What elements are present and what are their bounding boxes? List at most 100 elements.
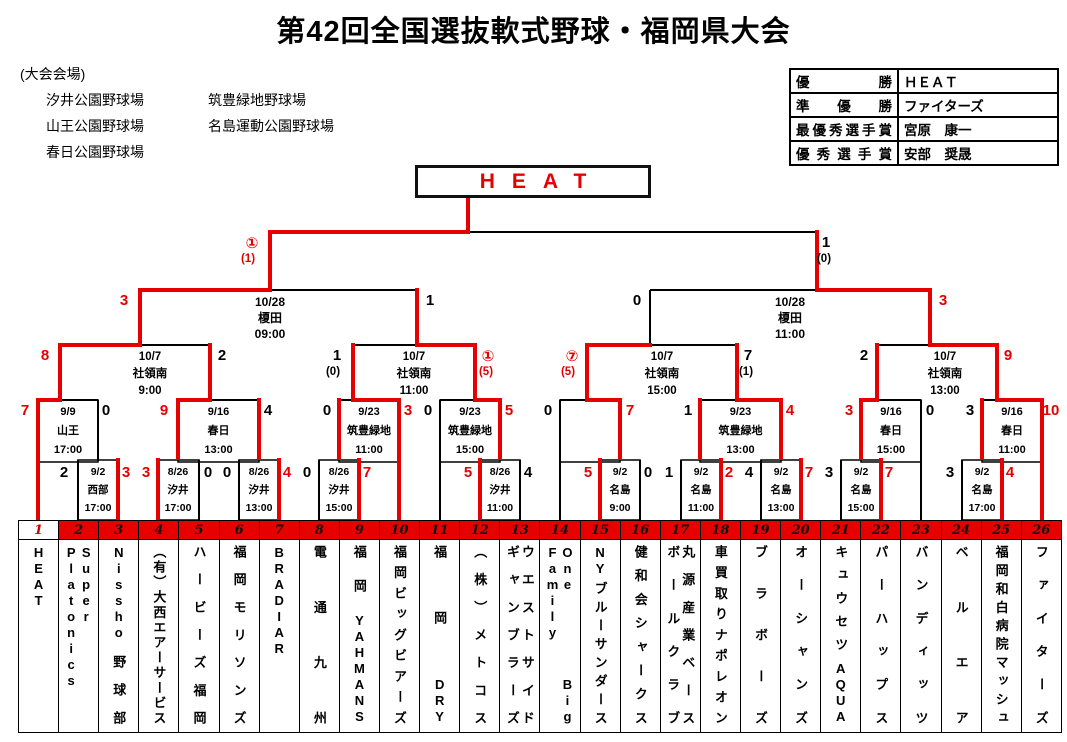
team-cell: 26 ファイターズ bbox=[1021, 521, 1061, 732]
team-number: 6 bbox=[219, 521, 259, 540]
team-number: 12 bbox=[460, 521, 500, 540]
match-score: 4 bbox=[282, 464, 292, 481]
match-time: 13:00 bbox=[767, 502, 795, 514]
final-right-tiebreak: (0) bbox=[816, 253, 832, 265]
team-cell: 4 （有）大西エアーサービス bbox=[139, 521, 180, 732]
match-date: 9/23 bbox=[459, 406, 481, 418]
match-score: 4 bbox=[523, 464, 533, 481]
result-value: ＨＥＡＴ bbox=[897, 68, 1059, 94]
match-score: 0 bbox=[203, 464, 213, 481]
match-time: 17:00 bbox=[164, 502, 192, 514]
team-number: 17 bbox=[660, 521, 700, 540]
result-value: ファイターズ bbox=[897, 92, 1059, 118]
team-name-text: （株）メトコス bbox=[472, 545, 488, 725]
venue-list-heading: (大会会場) bbox=[20, 66, 86, 82]
match-time: 9:00 bbox=[138, 385, 162, 397]
match-score: 4 bbox=[744, 464, 754, 481]
team-cell: 16 健和会シャークス bbox=[620, 521, 661, 732]
quarterfinal-info: 10/7 社領南 11:00 bbox=[366, 349, 462, 400]
r16-info: 9/9 山王 17:00 bbox=[38, 403, 98, 460]
match-score: 1 bbox=[664, 464, 674, 481]
match-score: 7 bbox=[884, 464, 894, 481]
match-venue: 汐井 bbox=[167, 484, 189, 496]
team-number: 9 bbox=[339, 521, 379, 540]
team-name-text: ハービーズ福岡 bbox=[191, 545, 207, 725]
team-band: 1 HEAT 2 Super Platonics 3 Nissho野球部 4 （… bbox=[18, 520, 1062, 733]
match-time: 13:00 bbox=[930, 385, 960, 397]
match-time: 17:00 bbox=[53, 444, 83, 456]
r16-info: 9/16 春日 13:00 bbox=[178, 403, 259, 460]
team-name: NYブルーサンダース bbox=[581, 540, 620, 732]
match-time: 15:00 bbox=[847, 502, 875, 514]
team-name: ウエストサイド ギャンブラーズ bbox=[500, 540, 539, 732]
team-name: （有）大西エアーサービス bbox=[139, 540, 178, 732]
team-cell: 1 HEAT bbox=[19, 521, 60, 732]
match-score: ① bbox=[481, 348, 495, 365]
round1-info: 9/2 名島 13:00 bbox=[761, 463, 801, 517]
team-name: 福岡モリソンズ bbox=[220, 540, 259, 732]
team-name-text: 福岡DRY bbox=[432, 545, 448, 725]
result-value: 宮原 康一 bbox=[897, 116, 1059, 142]
team-name-text: （有）大西エアーサービス bbox=[151, 545, 167, 725]
match-date: 9/2 bbox=[974, 466, 990, 478]
match-score: 2 bbox=[59, 464, 69, 481]
team-name: オーシャンズ bbox=[781, 540, 820, 732]
result-label: 最優秀選手賞 bbox=[789, 116, 899, 142]
match-score: 5 bbox=[583, 464, 593, 481]
final-left-score: ① bbox=[245, 235, 259, 252]
team-name: ブラボーズ bbox=[741, 540, 780, 732]
round1-info: 8/26 汐井 11:00 bbox=[480, 463, 520, 517]
semifinal-info: 10/28 榎田 09:00 bbox=[222, 294, 318, 342]
team-name: ハービーズ福岡 bbox=[179, 540, 218, 732]
match-date: 9/2 bbox=[90, 466, 106, 478]
team-cell: 9 福岡YAHMANS bbox=[339, 521, 380, 732]
match-tiebreak: (5) bbox=[560, 366, 576, 378]
r16-info: 9/16 春日 11:00 bbox=[982, 403, 1042, 460]
match-score: 7 bbox=[20, 402, 30, 419]
match-venue: 社領南 bbox=[927, 368, 963, 380]
round1-info: 8/26 汐井 13:00 bbox=[239, 463, 279, 517]
team-name-text: ウエストサイド ギャンブラーズ bbox=[504, 545, 535, 725]
match-time: 11:00 bbox=[486, 502, 514, 514]
team-cell: 22 パーハップス bbox=[861, 521, 902, 732]
team-name-text: 福岡ビッグビアーズ bbox=[392, 545, 408, 725]
team-cell: 7 BRADIAR bbox=[259, 521, 300, 732]
result-label: 準 優 勝 bbox=[789, 92, 899, 118]
quarterfinal-info: 10/7 社領南 9:00 bbox=[102, 349, 198, 400]
match-score: ⑦ bbox=[565, 348, 579, 365]
match-score: 7 bbox=[804, 464, 814, 481]
team-name-text: オーシャンズ bbox=[793, 545, 809, 725]
match-tiebreak: (0) bbox=[325, 366, 341, 378]
page-title: 第42回全国選抜軟式野球・福岡県大会 bbox=[276, 16, 791, 48]
team-number: 25 bbox=[981, 521, 1021, 540]
team-cell: 14 One Big Family bbox=[540, 521, 581, 732]
match-score: 3 bbox=[945, 464, 955, 481]
r16-info: 9/23 筑豊緑地 15:00 bbox=[440, 403, 500, 460]
match-score: 8 bbox=[40, 347, 50, 364]
match-time: 15:00 bbox=[455, 444, 485, 456]
team-name: ファイターズ bbox=[1022, 540, 1061, 732]
team-cell: 18 車買取りナポレオン bbox=[700, 521, 741, 732]
result-value: 安部 奨晟 bbox=[897, 140, 1059, 166]
team-name-text: NYブルーサンダース bbox=[592, 545, 608, 725]
team-cell: 3 Nissho野球部 bbox=[99, 521, 140, 732]
team-name-text: ブラボーズ bbox=[753, 545, 769, 725]
team-name: 丸源産業ベース ボールクラブ bbox=[661, 540, 700, 732]
match-time: 9:00 bbox=[609, 502, 631, 514]
team-number: 7 bbox=[259, 521, 299, 540]
team-number: 14 bbox=[540, 521, 580, 540]
match-score: 7 bbox=[362, 464, 372, 481]
match-score: 3 bbox=[403, 402, 413, 419]
match-score: 4 bbox=[785, 402, 795, 419]
team-number: 24 bbox=[941, 521, 981, 540]
team-number: 1 bbox=[19, 521, 59, 540]
team-cell: 5 ハービーズ福岡 bbox=[179, 521, 220, 732]
match-venue: 汐井 bbox=[248, 484, 270, 496]
team-name: 福岡YAHMANS bbox=[340, 540, 379, 732]
team-name-text: ファイターズ bbox=[1033, 545, 1049, 725]
team-cell: 13 ウエストサイド ギャンブラーズ bbox=[500, 521, 541, 732]
team-cell: 2 Super Platonics bbox=[59, 521, 100, 732]
match-date: 9/2 bbox=[853, 466, 869, 478]
results-table: 優 勝 ＨＥＡＴ 準 優 勝 ファイターズ 最優秀選手賞 宮原 康一 優秀選手賞… bbox=[789, 68, 1059, 166]
match-date: 9/2 bbox=[612, 466, 628, 478]
